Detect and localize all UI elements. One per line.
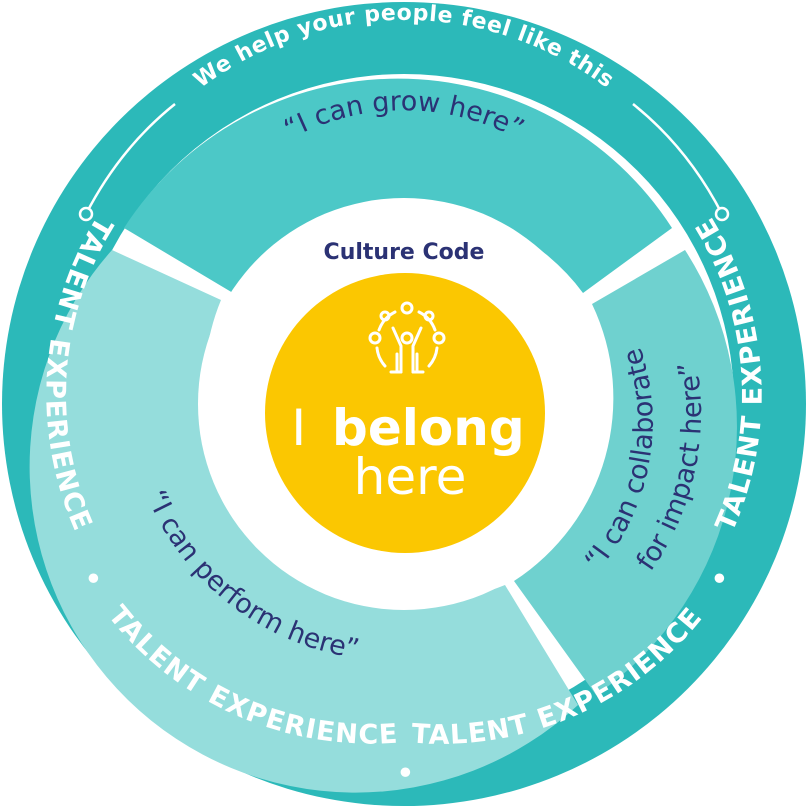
ring-separator-bottom: • [397,758,415,789]
word-i: I [291,399,306,457]
tagline-decoration [84,103,724,215]
segment-perform [29,250,579,793]
ring-separator-left: • [85,564,103,595]
people-tree-icon [368,301,446,374]
ring-separator-right: • [711,564,729,595]
center-circle [265,273,545,553]
word-belong: belong [332,399,525,457]
tagline-dot-right [714,206,730,222]
segment-collaborate [514,250,737,695]
tagline-dot-left [78,206,94,222]
center-tagline-line1: I belong [291,399,524,457]
culture-code-label: Culture Code [324,240,485,265]
segment-grow [124,78,672,294]
center-tagline-line2: here [354,448,467,506]
